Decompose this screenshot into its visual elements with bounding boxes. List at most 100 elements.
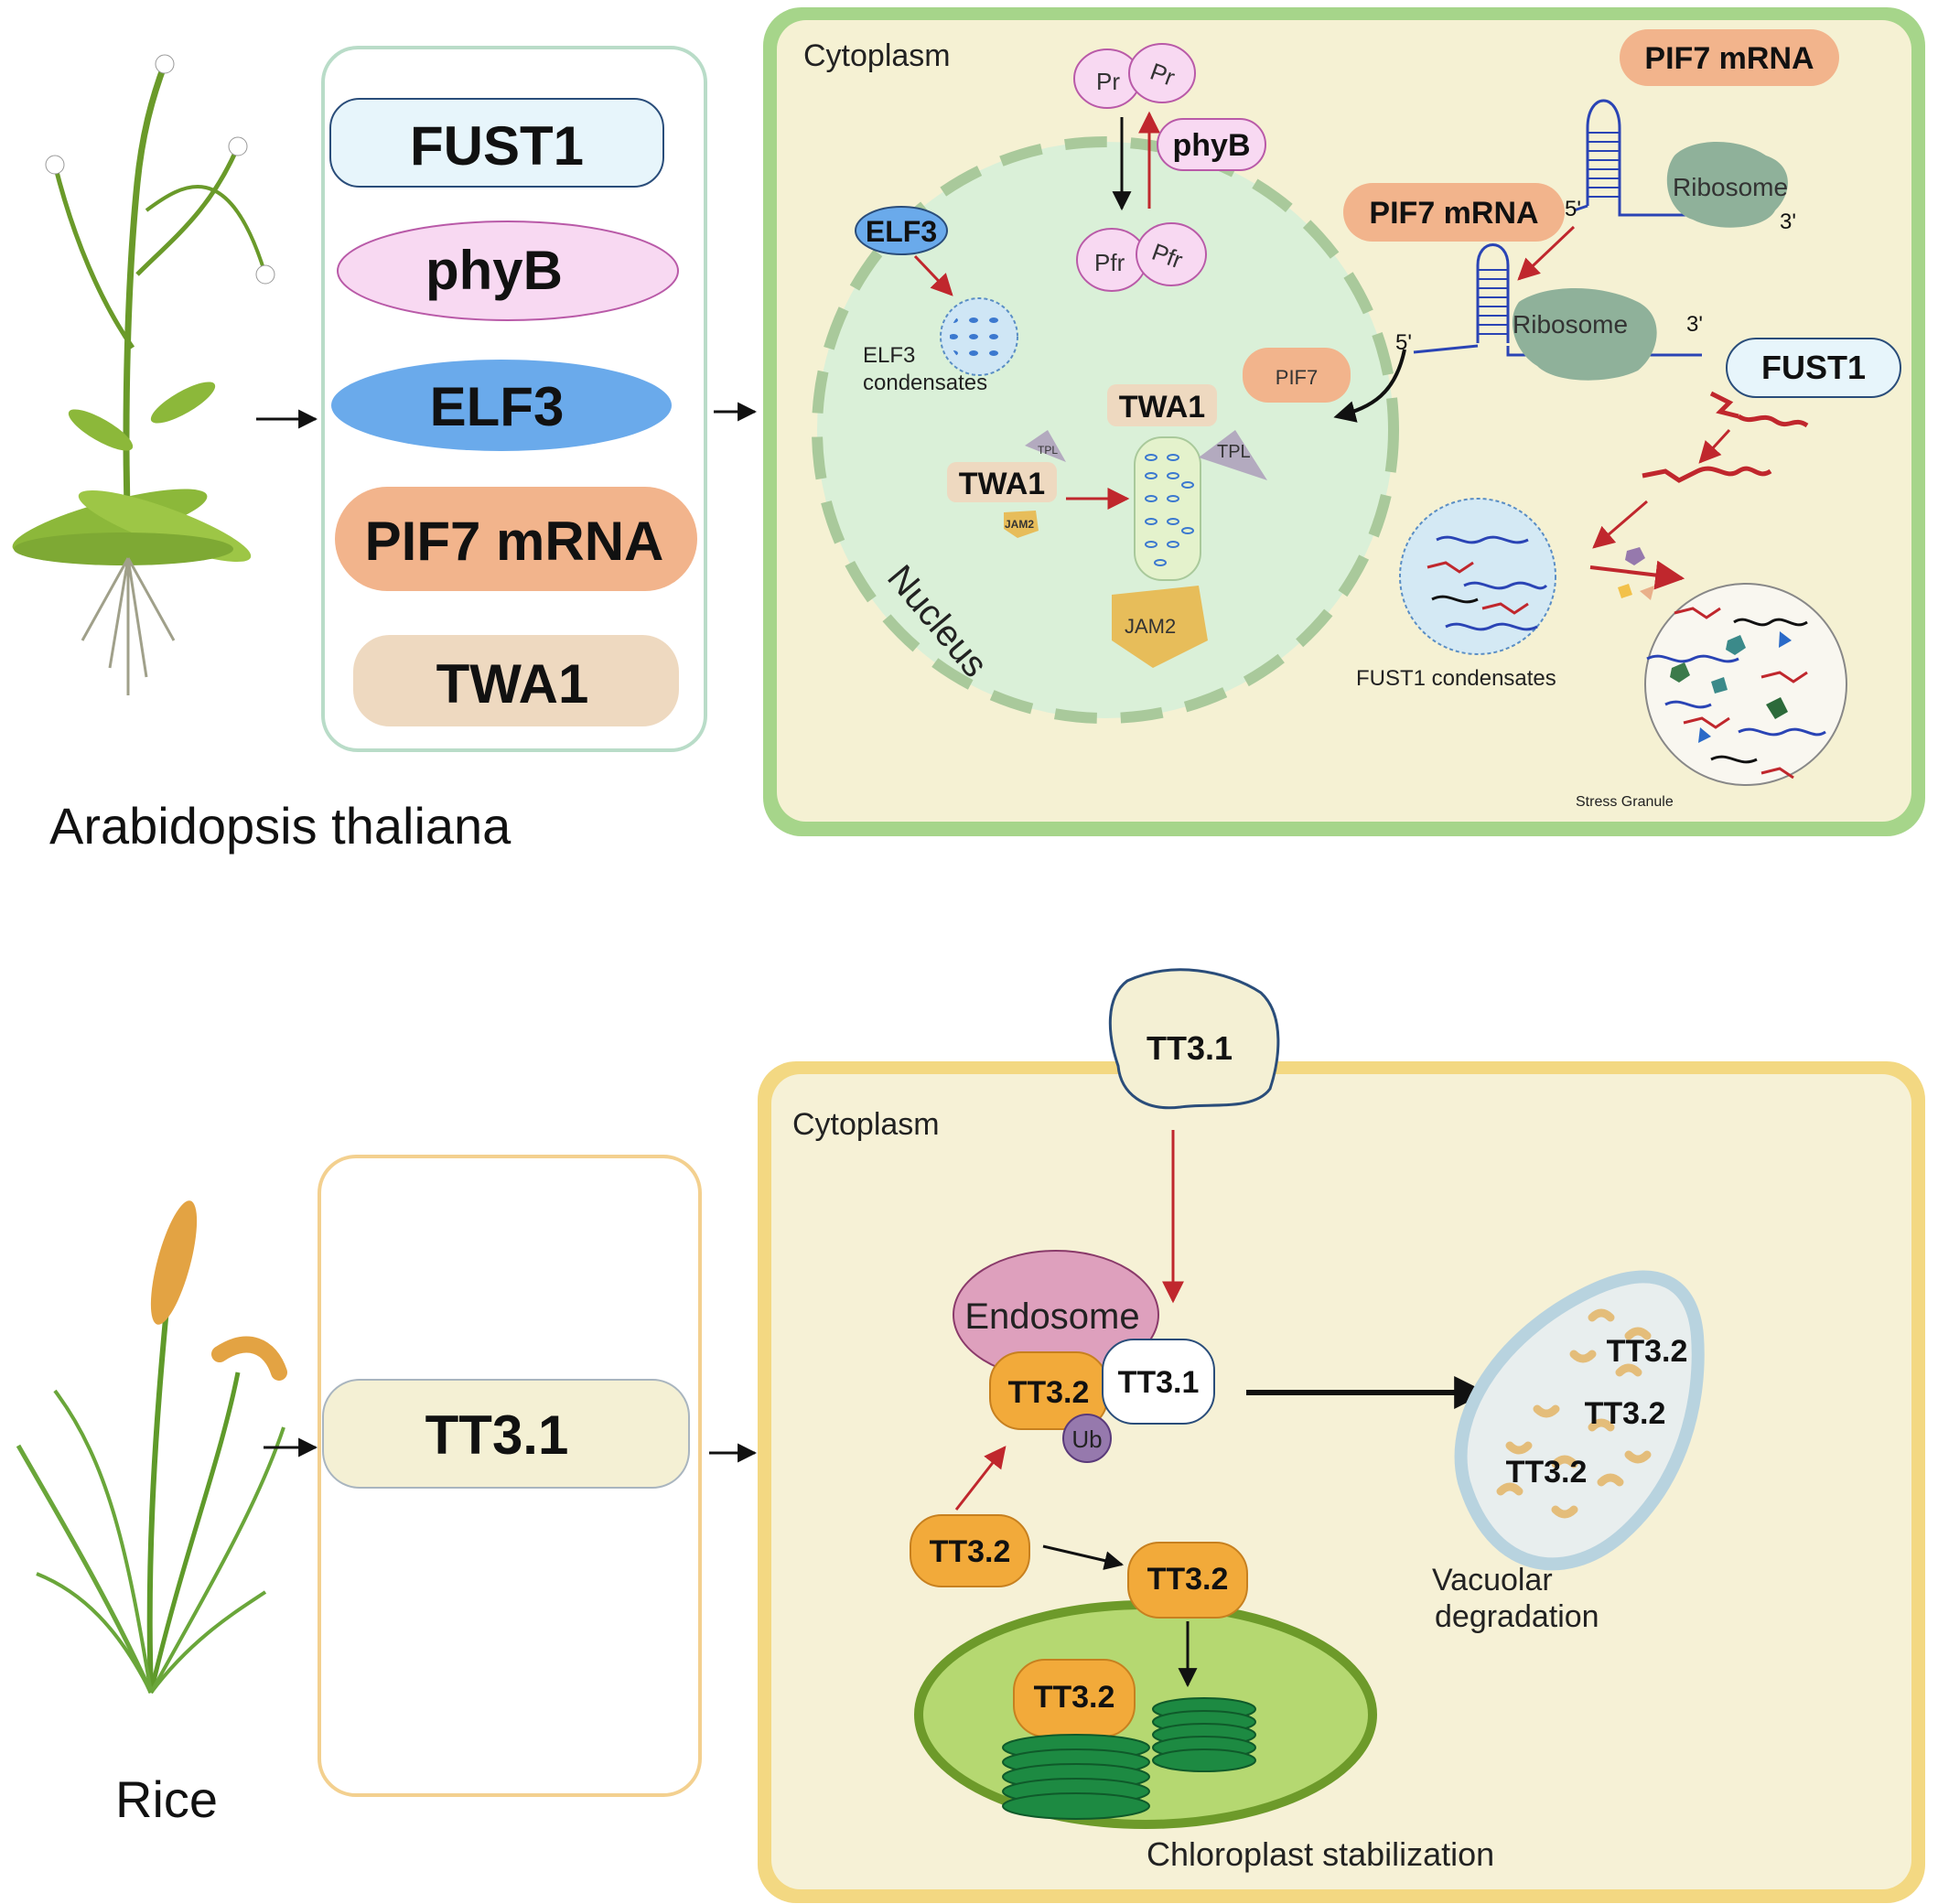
mrna-hairpin-mid (1476, 243, 1510, 343)
elf3-condensates-label-2: condensates (863, 371, 987, 395)
twa1-condensate-dots (1145, 454, 1194, 566)
pfr-label-left: Pfr (1094, 249, 1125, 276)
mrna-hairpin-top-rungs (1588, 132, 1620, 198)
tt32-ubiquitination-arrow (954, 1446, 1007, 1511)
pif7-protein (1243, 348, 1351, 403)
fust1-condensate (1399, 498, 1556, 655)
pr-label-left: Pr (1096, 68, 1120, 95)
fust1-tag-label: FUST1 (1761, 349, 1866, 386)
fust1-to-sg-cargo-2 (1618, 584, 1632, 598)
list-item-phyb-label: phyB (425, 240, 563, 301)
stress-granule-label: Stress Granule (1576, 794, 1674, 810)
elf3-protein (855, 206, 948, 255)
mrna-hairpin-top (1586, 99, 1621, 206)
list-item-pif7-mrna-label: PIF7 mRNA (365, 511, 664, 572)
list-item-phyb (337, 221, 679, 321)
fust1-condensate-contents (1427, 535, 1548, 631)
vacuole-tt32-3: TT3.2 (1506, 1455, 1588, 1490)
phyb-tag-label: phyB (1173, 128, 1251, 163)
chloroplast-stabilization-label: Chloroplast stabilization (1147, 1835, 1494, 1873)
fust1-condensates-label: FUST1 condensates (1356, 666, 1556, 691)
list-item-pif7-mrna (335, 487, 697, 591)
tt31-membrane (1108, 968, 1280, 1110)
twa1-tag-top-label: TWA1 (1119, 390, 1205, 425)
pif7-mrna-tag-top-label: PIF7 mRNA (1644, 41, 1814, 76)
three-prime-mid: 3' (1686, 312, 1703, 337)
five-prime-mid: 5' (1395, 330, 1412, 355)
tt32-chloroplast-surface (1127, 1542, 1248, 1619)
pif7-protein-label: PIF7 (1276, 366, 1318, 389)
ribosome-top (1666, 142, 1788, 228)
tpl-protein-small (1025, 430, 1066, 462)
ribosome-mid-label: Ribosome (1513, 310, 1628, 339)
ubiquitin (1062, 1414, 1112, 1463)
list-item-tt31 (322, 1379, 690, 1489)
list-item-tt31-label: TT3.1 (425, 1404, 569, 1466)
arabidopsis-cytoplasm-label: Cytoplasm (803, 38, 951, 73)
jam2-small-label: JAM2 (1005, 518, 1034, 531)
elf3-condensate-dots (950, 307, 1008, 366)
rice-species-label: Rice (115, 1770, 218, 1828)
thylakoid-stack-right (1152, 1697, 1256, 1772)
tt32-on-endosome-label: TT3.2 (1008, 1375, 1090, 1410)
mrna-transition-arrow (1517, 225, 1576, 281)
list-item-fust1 (329, 98, 664, 188)
list-item-elf3 (331, 360, 672, 451)
mrna-hairpin-mid-rungs (1478, 269, 1508, 335)
ribosome-mid (1512, 288, 1657, 381)
tt32-chloroplast-surface-label: TT3.2 (1147, 1562, 1229, 1597)
tt32-free (910, 1514, 1030, 1587)
pif7-mrna-tag-mid-label: PIF7 mRNA (1369, 196, 1538, 231)
rice-cytoplasm-label: Cytoplasm (792, 1107, 940, 1142)
pr-subunit-right (1128, 43, 1196, 103)
tpl-protein-large (1199, 430, 1267, 480)
nucleus (812, 136, 1399, 724)
tt31-membrane-label: TT3.1 (1147, 1029, 1233, 1067)
phyb-tag (1157, 118, 1266, 171)
vacuolar-degradation-label-1: Vacuolar (1432, 1563, 1553, 1597)
five-prime-top: 5' (1565, 197, 1581, 221)
arabidopsis-plant-illustration (12, 54, 275, 695)
rice-plant-illustration (16, 1200, 287, 1694)
jam2-large-label: JAM2 (1125, 615, 1176, 638)
fust1-tag (1726, 338, 1901, 398)
arabidopsis-species-label: Arabidopsis thaliana (49, 797, 511, 855)
fust1-arrow-2 (1592, 500, 1648, 549)
vacuole-tt32-1: TT3.2 (1607, 1334, 1688, 1369)
tt31-on-endosome (1102, 1339, 1215, 1425)
twa1-tag-top (1107, 384, 1217, 426)
fust1-protein-chain-1 (1709, 391, 1809, 428)
fust1-to-sg-cargo-1 (1625, 547, 1645, 565)
pif7-mrna-tag-top (1620, 29, 1839, 86)
tt32-free-label: TT3.2 (930, 1534, 1011, 1569)
list-item-twa1-label: TWA1 (436, 653, 589, 715)
pif7-mrna-tag-mid (1343, 183, 1565, 242)
tt31-on-endosome-label: TT3.1 (1118, 1365, 1200, 1400)
elf3-protein-label: ELF3 (866, 215, 937, 248)
pif7-import-arrow (1333, 349, 1406, 423)
tpl-small-label: TPL (1038, 444, 1058, 457)
list-item-fust1-label: FUST1 (410, 115, 584, 177)
fust1-to-sg-arrow (1589, 560, 1685, 590)
elf3-condensation-arrow (913, 254, 953, 296)
fust1-to-sg-cargo-3 (1640, 586, 1654, 600)
three-prime-top: 3' (1780, 210, 1796, 234)
vacuolar-degradation-label-2: degradation (1435, 1599, 1599, 1634)
twa1-tag-left-label: TWA1 (959, 467, 1045, 501)
ubiquitin-label: Ub (1071, 1425, 1102, 1453)
jam2-protein-small (1004, 511, 1039, 538)
thylakoid-stack-left (1002, 1734, 1150, 1820)
tpl-large-label: TPL (1217, 442, 1251, 462)
fust1-protein-chain-2 (1642, 466, 1772, 483)
list-item-elf3-label: ELF3 (430, 376, 565, 437)
fust1-arrow-1 (1698, 428, 1731, 464)
vacuole-fragments (1496, 1308, 1652, 1519)
ribosome-top-label: Ribosome (1673, 173, 1788, 201)
tt32-inside-chloroplast-label: TT3.2 (1034, 1680, 1115, 1715)
vacuole-tt32-2: TT3.2 (1585, 1396, 1666, 1431)
twa1-tag-left (947, 462, 1057, 502)
tt32-to-chloroplast-arrow (1042, 1544, 1125, 1570)
stress-granule-contents (1646, 607, 1826, 780)
